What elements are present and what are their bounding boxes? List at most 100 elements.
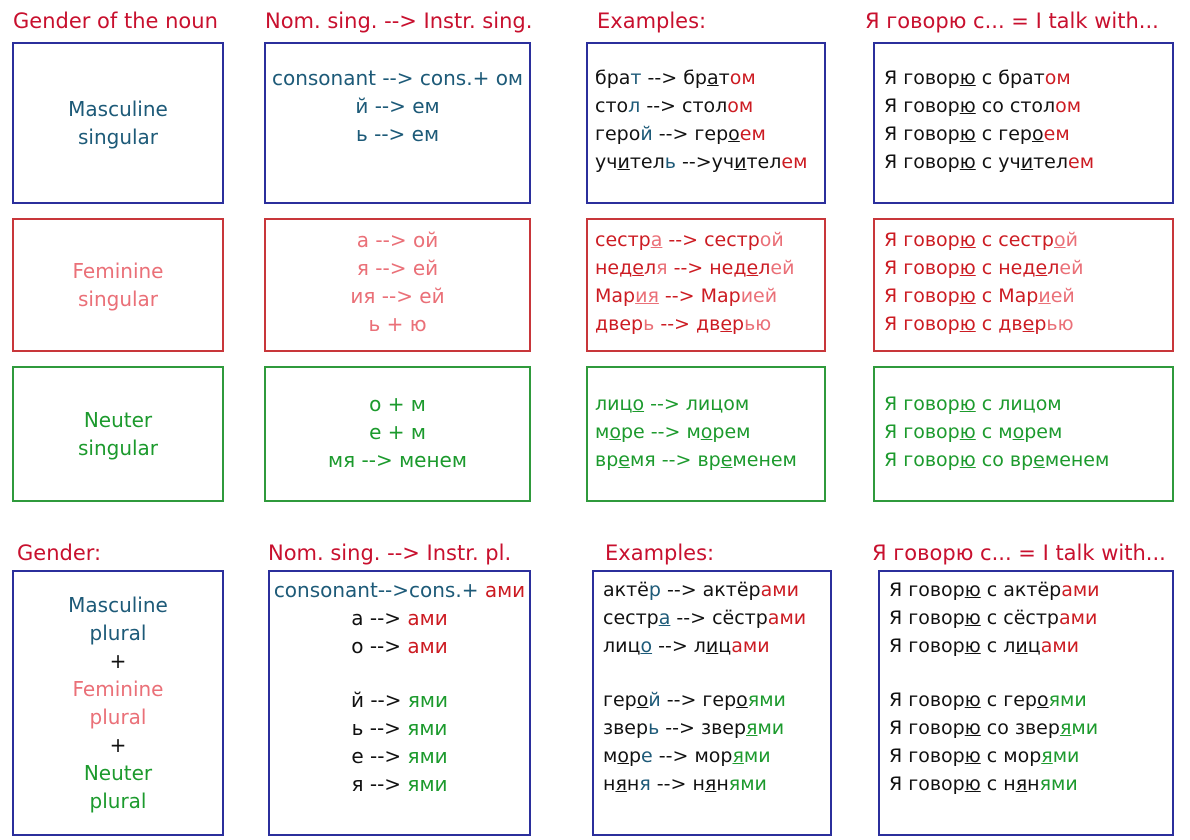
text-line: singular bbox=[78, 434, 158, 462]
text-segment: Я говор bbox=[889, 773, 965, 795]
text-segment: и bbox=[734, 151, 747, 173]
text-segment: Я говор bbox=[884, 313, 960, 335]
text-line: Я говорю с лицом bbox=[884, 390, 1172, 418]
text-line: я --> ями bbox=[270, 770, 529, 798]
text-segment: е bbox=[618, 449, 630, 471]
text-segment: --> гер bbox=[660, 689, 737, 711]
text-segment: о bbox=[640, 635, 653, 657]
text-segment: я --> ей bbox=[356, 256, 439, 280]
text-segment: менем bbox=[732, 449, 797, 471]
text-segment: ю bbox=[964, 717, 981, 739]
text-segment: ь --> bbox=[351, 716, 408, 740]
text-line: Мария --> Марией bbox=[595, 282, 824, 310]
text-segment: о bbox=[728, 123, 740, 145]
text-segment: ю bbox=[959, 95, 976, 117]
text-segment: ю bbox=[964, 607, 981, 629]
text-segment: р bbox=[620, 421, 634, 443]
text-segment: --> звер bbox=[659, 717, 747, 739]
text-segment: о bbox=[700, 421, 713, 443]
text-segment: с дв bbox=[975, 313, 1023, 335]
text-line: consonant --> cons.+ ом bbox=[266, 64, 529, 92]
text-segment: звер bbox=[603, 717, 649, 739]
text-segment: ями bbox=[407, 688, 449, 712]
spacer bbox=[889, 660, 1172, 686]
text-segment: р bbox=[1034, 313, 1047, 335]
text-segment: ю bbox=[959, 421, 976, 443]
text-line: море --> морем bbox=[595, 418, 824, 446]
text-segment: н bbox=[716, 773, 729, 795]
text-segment: ью bbox=[744, 313, 772, 335]
text-segment: Я говор bbox=[884, 257, 960, 279]
text-segment: ем bbox=[781, 151, 808, 173]
text-segment: ей bbox=[1050, 285, 1075, 307]
text-segment: нед bbox=[595, 257, 633, 279]
text-segment: --> сестр bbox=[662, 229, 760, 251]
text-segment: вр bbox=[595, 449, 619, 471]
text-segment: ю bbox=[959, 313, 976, 335]
text-segment: е bbox=[720, 313, 733, 335]
header-examples-plural: Examples: bbox=[605, 541, 715, 565]
text-segment: Feminine bbox=[72, 677, 164, 701]
text-line: Я говорю с Марией bbox=[884, 282, 1172, 310]
text-line: Feminine bbox=[73, 257, 164, 285]
text-segment: с сестр bbox=[975, 229, 1054, 251]
text-segment: с брат bbox=[975, 67, 1045, 89]
spacer bbox=[270, 660, 529, 686]
text-segment: с нед bbox=[975, 257, 1036, 279]
text-segment: ами bbox=[407, 606, 448, 630]
text-segment: и bbox=[1020, 151, 1034, 173]
text-segment: ми bbox=[1052, 745, 1080, 767]
text-segment: ами bbox=[407, 634, 448, 658]
text-segment: Masculine bbox=[68, 593, 168, 617]
text-line: лицо --> лицами bbox=[603, 632, 830, 660]
text-segment: с уч bbox=[975, 151, 1021, 173]
text-segment: с лиц bbox=[975, 393, 1036, 415]
text-segment: й bbox=[640, 123, 653, 145]
text-line: ь --> ями bbox=[270, 714, 529, 742]
text-segment: с сёстр bbox=[980, 607, 1059, 629]
text-line: Я говорю с героем bbox=[884, 120, 1172, 148]
text-segment: Я говор bbox=[884, 393, 960, 415]
text-segment: тел bbox=[629, 151, 665, 173]
text-segment: е --> bbox=[351, 744, 408, 768]
text-segment: м bbox=[595, 421, 610, 443]
text-segment: ями bbox=[1048, 689, 1087, 711]
text-segment: л bbox=[643, 257, 657, 279]
header-nom-instr-pl: Nom. sing. --> Instr. pl. bbox=[268, 541, 512, 565]
text-segment: ом bbox=[723, 393, 750, 415]
text-line: plural bbox=[90, 787, 147, 815]
text-segment: о bbox=[1037, 689, 1049, 711]
text-segment: о bbox=[632, 393, 645, 415]
text-segment: ю bbox=[959, 229, 976, 251]
text-line: Neuter bbox=[84, 406, 152, 434]
text-segment: --> стол bbox=[640, 95, 728, 117]
text-segment: Я говор bbox=[884, 421, 960, 443]
text-segment: ц bbox=[1027, 635, 1041, 657]
text-segment: --> нед bbox=[667, 257, 747, 279]
text-segment: --> н bbox=[650, 773, 705, 795]
text-segment: е + м bbox=[369, 420, 426, 444]
text-segment: singular bbox=[77, 287, 159, 311]
text-line: Neuter bbox=[84, 759, 152, 787]
text-segment: consonant --> cons.+ ом bbox=[271, 66, 524, 90]
text-segment: мя --> менем bbox=[328, 448, 467, 472]
text-line: актёр --> актёрами bbox=[603, 576, 830, 604]
text-segment: о bbox=[636, 689, 649, 711]
text-line: Я говорю со временем bbox=[884, 446, 1172, 474]
text-segment: ю bbox=[959, 257, 976, 279]
text-line: Я говорю с актёрами bbox=[889, 576, 1172, 604]
header-nom-instr-sing: Nom. sing. --> Instr. sing. bbox=[265, 9, 533, 33]
text-segment: --> м bbox=[644, 421, 701, 443]
text-segment: + bbox=[109, 733, 127, 757]
text-segment: о bbox=[609, 421, 621, 443]
text-line: герой --> героями bbox=[603, 686, 830, 714]
text-segment: я bbox=[1041, 745, 1053, 767]
text-line: стол --> столом bbox=[595, 92, 824, 120]
text-segment: уч bbox=[595, 151, 618, 173]
text-segment: ом bbox=[1055, 95, 1082, 117]
text-segment: Я говор bbox=[889, 689, 965, 711]
